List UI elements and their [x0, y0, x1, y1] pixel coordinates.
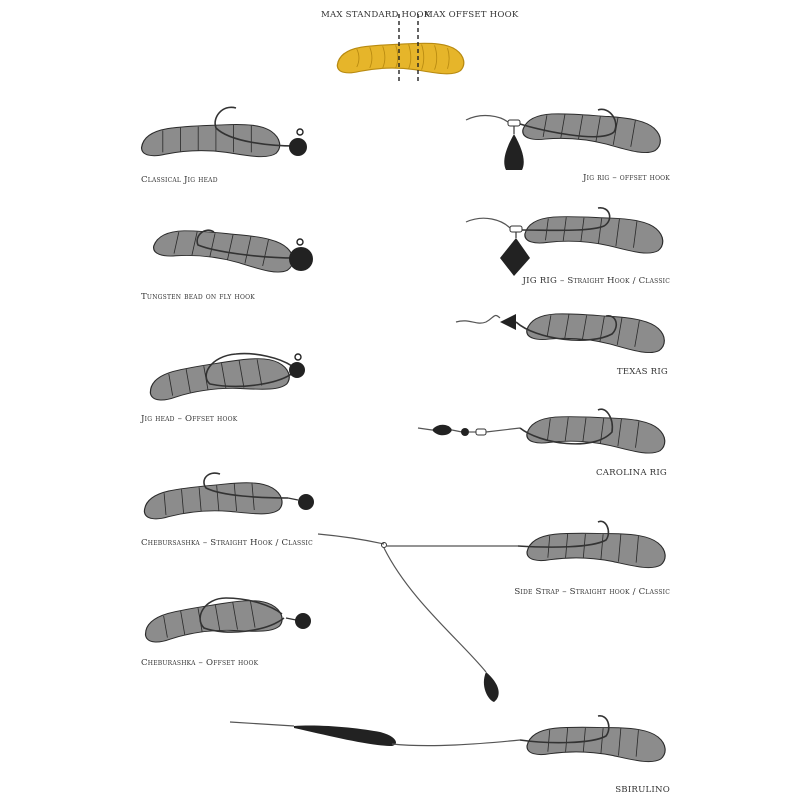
rig-tungsten-bead [151, 222, 313, 275]
label-tungsten-bead: Tungsten bead on fly hook [141, 292, 255, 302]
label-jig-head-offset: Jig head – Offset hook [141, 414, 238, 424]
rig-jig-rig-offset [465, 106, 665, 170]
label-classical-jig-head: Classical Jig head [141, 175, 218, 185]
sbirulino-float [294, 725, 396, 746]
diamond-weight [500, 238, 530, 276]
header-max-standard-hook: MAX STANDARD HOOK [321, 10, 431, 20]
cheburashka-weight [298, 494, 314, 510]
rig-carolina [417, 408, 668, 456]
label-texas-rig: TEXAS RIG [616, 367, 668, 377]
rig-texas [455, 306, 669, 355]
header-max-offset-hook: MAX OFFSET HOOK [424, 10, 519, 20]
reference-lure [336, 14, 465, 82]
jig-head-weight [289, 138, 307, 156]
label-side-strap: Side Strap – Straight hook / Classic [514, 587, 670, 597]
bead [461, 428, 469, 436]
label-jig-rig-offset: Jig rig – offset hook [582, 173, 670, 183]
label-jig-rig-straight: JIG RIG – Straight Hook / Classic [522, 276, 670, 286]
rig-cheburashka-straight [141, 472, 314, 522]
label-cheburashka-offset: Cheburashka – Offset hook [141, 658, 259, 668]
bullet-weight [500, 314, 516, 330]
rig-cheburashka-offset [140, 596, 311, 645]
jig-head-weight [289, 362, 305, 378]
tungsten-bead [289, 247, 313, 271]
label-carolina-rig: CAROLINA RIG [596, 468, 667, 478]
label-cheburashka-straight: Chebursashka – Straight Hook / Classic [141, 538, 313, 548]
cheburashka-weight [295, 613, 311, 629]
rig-jig-head-offset [145, 352, 305, 403]
bullet-weight [432, 424, 452, 436]
rig-side-strap [317, 520, 668, 702]
rig-sbirulino [229, 715, 668, 764]
rig-classical-jig-head [140, 106, 307, 158]
drop-weight [483, 672, 499, 702]
bullet-weight [504, 134, 524, 170]
label-sbirulino: SBIRULINO [615, 785, 670, 795]
rig-jig-rig-straight [465, 207, 666, 276]
